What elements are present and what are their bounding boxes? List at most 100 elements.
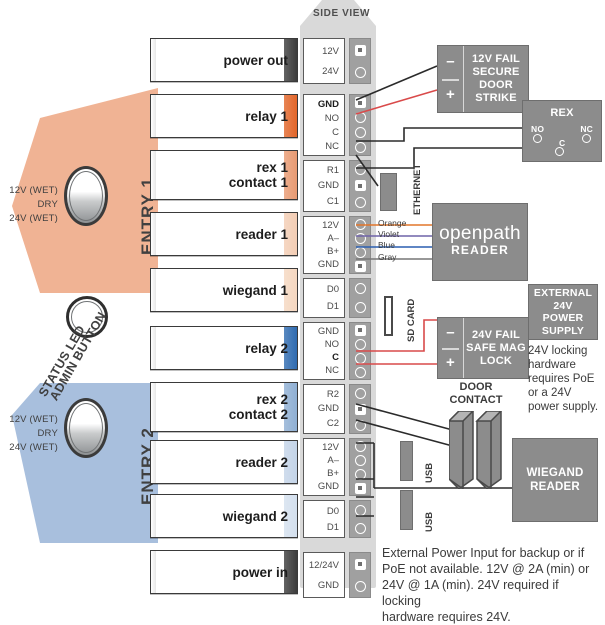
terminal-label-GND: GND	[317, 259, 339, 270]
terminal-pin-12V[interactable]	[354, 440, 366, 452]
terminal-pin-R1[interactable]	[354, 163, 366, 175]
terminal-pin-B[interactable]	[354, 246, 366, 258]
entry-1-jumper[interactable]	[64, 166, 108, 226]
block-relay-2: relay 2	[150, 326, 298, 370]
terminal-pin-GND[interactable]	[354, 403, 366, 415]
rex-device: REX NO NC C	[522, 100, 602, 162]
admin-button-ring	[71, 301, 103, 333]
terminal-pin-D0[interactable]	[354, 283, 366, 294]
external-power-supply-device: EXTERNAL 24V POWER SUPPLY	[528, 284, 598, 340]
terminal-label-A: A–	[327, 455, 339, 466]
rex-c-terminal[interactable]	[555, 147, 564, 156]
block-color-edge	[284, 151, 297, 199]
sd-card-label: SD CARD	[406, 298, 417, 342]
block-reader-2: reader 2	[150, 440, 298, 484]
entry-2-panel	[12, 383, 158, 543]
terminal-pin-C[interactable]	[354, 352, 366, 364]
terminal-label-D0: D0	[326, 284, 339, 295]
terminal-pin-B[interactable]	[354, 468, 366, 480]
terminal-label-GND: GND	[317, 579, 339, 591]
terminal-pin-1224V[interactable]	[354, 558, 366, 570]
terminal-label-24V: 24V	[322, 65, 339, 77]
terminal-pins	[349, 384, 371, 434]
entry-1-jumper-label-0: 12V (WET)	[9, 185, 58, 196]
terminal-pin-C[interactable]	[354, 127, 366, 138]
terminal-pin-NO[interactable]	[354, 338, 366, 350]
terminal-pin-12V[interactable]	[354, 44, 366, 56]
terminal-pin-D1[interactable]	[354, 522, 366, 534]
rex-no-terminal[interactable]	[533, 134, 542, 143]
block-label: power in	[232, 564, 288, 580]
rex-no-label: NO	[531, 124, 545, 134]
terminal-label-B: B+	[327, 468, 339, 479]
terminal-label-GND: GND	[317, 326, 339, 337]
terminal-pin-C1[interactable]	[354, 197, 366, 209]
terminal-pin-R2[interactable]	[354, 387, 366, 399]
terminal-label-C2: C2	[326, 418, 339, 430]
rex-nc-terminal[interactable]	[582, 134, 591, 143]
terminal-label-R1: R1	[326, 165, 339, 177]
rex-title: REX	[550, 107, 574, 119]
terminal-label-C1: C1	[326, 195, 339, 207]
terminal-label-A: A–	[327, 233, 339, 244]
terminal-pins	[349, 160, 371, 212]
terminal-pin-12V[interactable]	[354, 218, 366, 230]
power-input-note: External Power Input for backup or if Po…	[382, 546, 590, 624]
openpath-sub-label: READER	[451, 242, 509, 257]
usb-port-1	[400, 441, 413, 481]
block-left-lip	[151, 551, 156, 593]
terminal-pin-24V[interactable]	[354, 66, 366, 78]
block-label: reader 2	[235, 454, 288, 470]
terminal-label-12V: 12V	[322, 220, 339, 231]
block-color-edge	[284, 213, 297, 255]
block-color-edge	[284, 495, 297, 537]
mag-lock-label: 24V FAIL SAFE MAG LOCK	[466, 328, 526, 367]
terminal-pin-GND[interactable]	[354, 97, 366, 108]
block-left-lip	[151, 495, 156, 537]
terminal-pin-D0[interactable]	[354, 504, 366, 516]
terminal-pin-GND[interactable]	[354, 180, 366, 192]
wire-label-blue: Blue	[378, 240, 396, 250]
block-label: wiegand 2	[222, 508, 288, 524]
terminal-pin-NO[interactable]	[354, 112, 366, 123]
entry-1-jumper-labels: 12V (WET) DRY 24V (WET)	[0, 184, 58, 226]
openpath-reader-device: openpath READER	[432, 203, 528, 281]
terminal-pin-GND[interactable]	[354, 482, 366, 494]
block-power-in: power in	[150, 550, 298, 594]
terminal-pin-NC[interactable]	[354, 142, 366, 153]
terminal-pin-A[interactable]	[354, 232, 366, 244]
terminal-pins	[349, 500, 371, 538]
door-strike-minus: –	[446, 53, 455, 71]
block-left-lip	[151, 151, 156, 199]
block-reader-1: reader 1	[150, 212, 298, 256]
terminal-pin-GND[interactable]	[354, 324, 366, 336]
terminal-label-GND: GND	[317, 98, 339, 110]
terminal-pin-A[interactable]	[354, 454, 366, 466]
entry-1-jumper-ring	[69, 171, 103, 221]
block-power-out: power out	[150, 38, 298, 82]
terminal-label-NC: NC	[325, 365, 339, 376]
block-left-lip	[151, 269, 156, 311]
terminal-label-C: C	[332, 352, 339, 363]
terminal-pin-GND[interactable]	[354, 260, 366, 272]
terminal-pin-NC[interactable]	[354, 366, 366, 378]
terminal-pins	[349, 94, 371, 156]
terminal-label-D0: D0	[326, 505, 339, 517]
block-label: wiegand 1	[222, 282, 288, 298]
terminal-pin-D1[interactable]	[354, 302, 366, 313]
terminal-pins	[349, 216, 371, 274]
terminal-pin-C2[interactable]	[354, 419, 366, 431]
admin-button[interactable]	[66, 296, 108, 338]
block-rex-2-contact-2: rex 2 contact 2	[150, 382, 298, 432]
entry-2-jumper[interactable]	[64, 398, 108, 458]
terminal-pin-GND[interactable]	[354, 580, 366, 592]
block-left-lip	[151, 95, 156, 137]
